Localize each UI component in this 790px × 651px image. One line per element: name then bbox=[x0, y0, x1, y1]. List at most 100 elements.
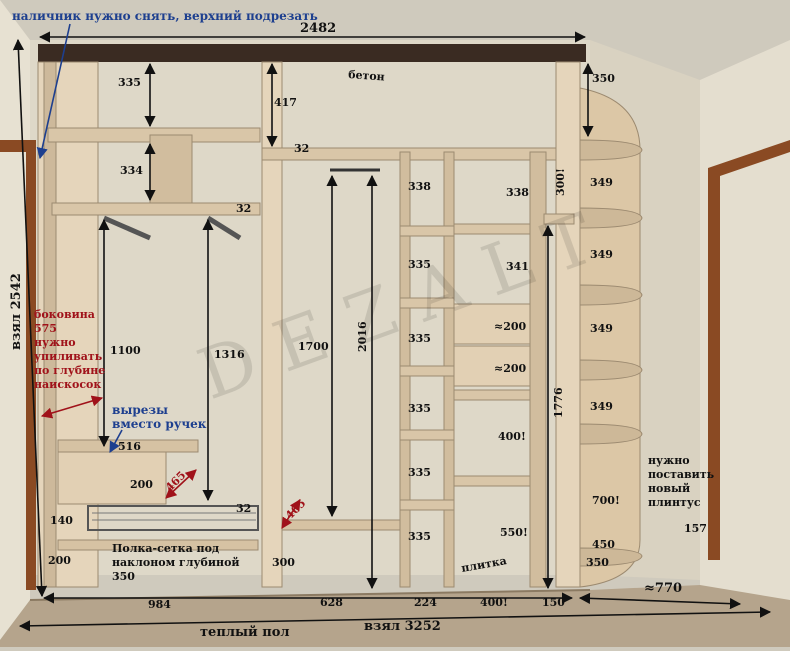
side-line-6: наискосок bbox=[34, 378, 101, 391]
side-arrow bbox=[40, 395, 104, 419]
b-400: 400! bbox=[480, 596, 508, 609]
corner-shelf-6 bbox=[579, 547, 643, 567]
far-right-wall bbox=[700, 40, 790, 647]
column-shelf-2 bbox=[399, 297, 455, 309]
e-450: 450 bbox=[592, 538, 615, 551]
corner-shelf-1 bbox=[579, 139, 643, 161]
corner-shelf-2 bbox=[579, 207, 643, 229]
e-349b: 349 bbox=[590, 248, 613, 261]
corner-shelf-4 bbox=[579, 359, 643, 381]
dim-417: 417 bbox=[274, 96, 297, 109]
middle-panel bbox=[261, 61, 283, 588]
side-line-3: нужно bbox=[34, 336, 76, 349]
dim-335a: 335 bbox=[118, 76, 141, 89]
b-628: 628 bbox=[320, 596, 343, 609]
shelf-line-1: Полка-сетка под bbox=[112, 542, 219, 555]
r-300: 300! bbox=[554, 168, 567, 196]
r-341: 341 bbox=[506, 260, 529, 273]
top-width-label: 2482 bbox=[300, 21, 336, 36]
dim-32a: 32 bbox=[236, 202, 251, 215]
right-drawer-2 bbox=[453, 345, 531, 387]
dim-32c: 32 bbox=[294, 142, 309, 155]
dimline-floor bbox=[18, 606, 772, 632]
shelf-line-2: наклоном глубиной bbox=[112, 556, 240, 569]
b-984: 984 bbox=[148, 598, 171, 611]
col-335d: 335 bbox=[408, 466, 431, 479]
mesh-shelf bbox=[87, 505, 259, 531]
b-224: 224 bbox=[414, 596, 437, 609]
dimline-left-height bbox=[12, 38, 48, 598]
r-200a: ≈200 bbox=[494, 320, 527, 333]
dimline-770 bbox=[578, 592, 742, 610]
r-400: 400! bbox=[498, 430, 526, 443]
dim-32b: 32 bbox=[236, 502, 251, 515]
dimline-465b bbox=[281, 499, 301, 529]
corner-shelf-3 bbox=[579, 284, 643, 306]
left-shelf-divider bbox=[149, 134, 193, 206]
e-349c: 349 bbox=[590, 322, 613, 335]
dim-2016: 2016 bbox=[356, 321, 369, 352]
right-shelf-1 bbox=[453, 223, 531, 235]
column-shelf-3 bbox=[399, 365, 455, 377]
side-line-2: 575 bbox=[34, 322, 57, 335]
r-200b: ≈200 bbox=[494, 362, 527, 375]
left-shelf-rail bbox=[51, 202, 261, 216]
col-335b: 335 bbox=[408, 332, 431, 345]
e-349d: 349 bbox=[590, 400, 613, 413]
dim-200a: 200 bbox=[130, 478, 153, 491]
right-shelf-3 bbox=[453, 475, 531, 487]
warm-floor-label: теплый пол bbox=[200, 625, 290, 640]
side-line-4: упиливать bbox=[34, 350, 103, 363]
col-338a: 338 bbox=[408, 180, 431, 193]
dim-1100: 1100 bbox=[110, 344, 141, 357]
dim-140: 140 bbox=[50, 514, 73, 527]
e-349a: 349 bbox=[590, 176, 613, 189]
column-shelf-5 bbox=[399, 499, 455, 511]
plinth-line-1: нужно bbox=[648, 454, 690, 467]
drawer-top bbox=[57, 439, 199, 453]
r-338: 338 bbox=[506, 186, 529, 199]
dim-1316: 1316 bbox=[214, 348, 245, 361]
left-rod bbox=[103, 215, 151, 241]
middle-bottom-shelf bbox=[281, 519, 401, 531]
e-350b: 350 bbox=[586, 556, 609, 569]
vzyal-width-label: взял 3252 bbox=[364, 619, 441, 634]
left-bottom-shelf bbox=[57, 539, 259, 551]
col-335c: 335 bbox=[408, 402, 431, 415]
dim-1700: 1700 bbox=[298, 340, 329, 353]
top-beam bbox=[38, 44, 586, 62]
right-drawer-1 bbox=[453, 303, 531, 345]
dim-300a: 300 bbox=[272, 556, 295, 569]
side-line-5: по глубине bbox=[34, 364, 105, 377]
drawer bbox=[57, 449, 167, 505]
vzyal-height-label: взял 2542 bbox=[9, 273, 24, 350]
right-shelf-2 bbox=[453, 389, 531, 401]
e-157: 157 bbox=[684, 522, 707, 535]
plinth-line-2: поставить bbox=[648, 468, 715, 481]
r-550: 550! bbox=[500, 526, 528, 539]
plinth-line-4: плинтус bbox=[648, 496, 701, 509]
col-335e: 335 bbox=[408, 530, 431, 543]
b-150: 150 bbox=[542, 596, 565, 609]
cutouts-line-2: вместо ручек bbox=[112, 417, 207, 431]
dimline-465a bbox=[165, 469, 197, 499]
beton-label: бетон bbox=[348, 68, 385, 84]
cutouts-line-1: вырезы bbox=[112, 403, 168, 417]
corner-shelf-5 bbox=[579, 423, 643, 445]
dim-516: 516 bbox=[118, 440, 141, 453]
shelf-line-3: 350 bbox=[112, 570, 135, 583]
dim-334: 334 bbox=[120, 164, 143, 177]
e-350: 350 bbox=[592, 72, 615, 85]
right-tall-panel bbox=[555, 61, 581, 588]
cutouts-arrow bbox=[109, 429, 123, 453]
top-note-arrow bbox=[36, 23, 71, 160]
e-700: 700! bbox=[592, 494, 620, 507]
top-note: наличник нужно снять, верхний подрезать bbox=[12, 9, 318, 23]
column-shelf-4 bbox=[399, 429, 455, 441]
plinth-line-3: новый bbox=[648, 482, 690, 495]
r-1776: 1776 bbox=[552, 387, 565, 418]
corner-unit bbox=[579, 87, 641, 588]
b-770: ≈770 bbox=[644, 581, 682, 596]
